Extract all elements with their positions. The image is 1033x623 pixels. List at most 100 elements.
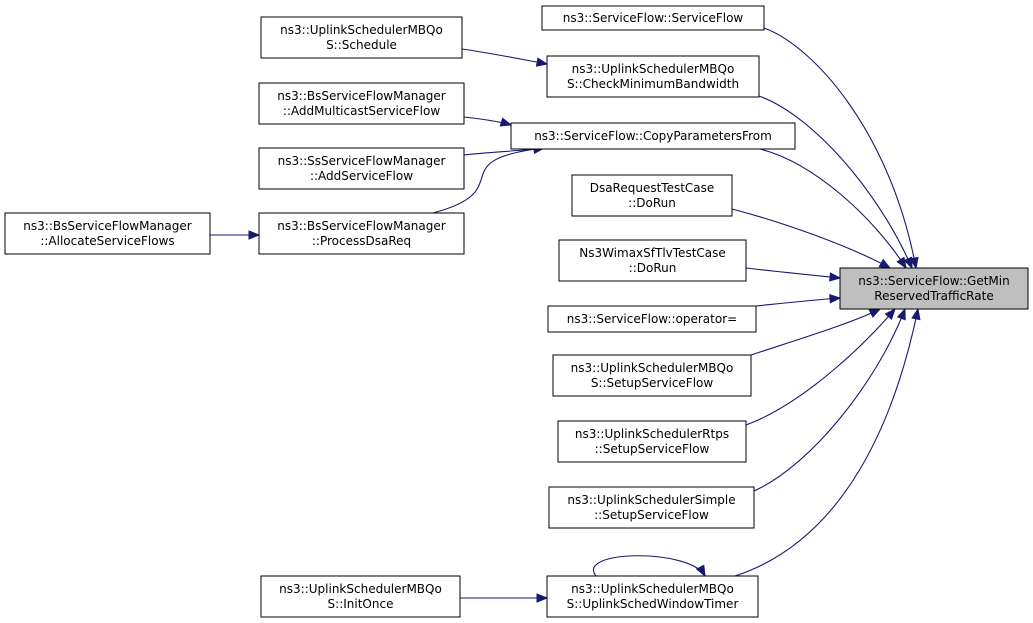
node-sf_copy[interactable]: ns3::ServiceFlow::CopyParametersFrom: [510, 122, 796, 150]
node-label-line: Ns3WimaxSfTlvTestCase: [579, 246, 726, 260]
edge-line: [745, 267, 841, 279]
edge-line: [731, 208, 891, 269]
node-label-line: ns3::ServiceFlow::CopyParametersFrom: [534, 129, 772, 143]
node-label-line: ::SetupServiceFlow: [595, 442, 710, 456]
edge-line: [461, 48, 548, 65]
arrowhead-icon: [911, 307, 921, 321]
node-label-line: S::UplinkSchedWindowTimer: [567, 597, 739, 611]
edge-line: [755, 297, 841, 307]
node-label-line: ns3::SsServiceFlowManager: [278, 154, 446, 168]
edge-mbqos_initonce-to-mbqos_timer: [460, 593, 549, 603]
edge-rtps_setup-to-focus: [745, 307, 896, 426]
node-box: [552, 354, 752, 397]
node-label-line: S::Schedule: [326, 38, 397, 52]
edge-mbqos_checkmin-to-focus: [758, 95, 913, 270]
node-label-line: ns3::UplinkSchedulerMBQo: [279, 582, 442, 596]
node-label-line: ns3::UplinkSchedulerRtps: [575, 427, 729, 441]
node-mbqos_checkmin[interactable]: ns3::UplinkSchedulerMBQoS::CheckMinimumB…: [546, 55, 760, 98]
node-label-line: S::InitOnce: [328, 597, 394, 611]
arrowhead-icon: [695, 564, 706, 578]
node-dsa_test[interactable]: DsaRequestTestCase::DoRun: [571, 174, 733, 217]
node-label-line: ::ProcessDsaReq: [312, 234, 411, 248]
node-bs_procdsa[interactable]: ns3::BsServiceFlowManager::ProcessDsaReq: [258, 212, 465, 255]
node-mbqos_setup[interactable]: ns3::UplinkSchedulerMBQoS::SetupServiceF…: [552, 354, 752, 397]
edge-line: [759, 148, 907, 269]
node-label-line: ::DoRun: [628, 196, 676, 210]
arrowhead-icon: [884, 307, 896, 321]
node-bs_alloc[interactable]: ns3::BsServiceFlowManager::AllocateServi…: [4, 212, 211, 255]
node-box: [546, 575, 759, 618]
node-label-line: ::SetupServiceFlow: [594, 508, 709, 522]
arrowhead-icon: [868, 308, 882, 318]
edge-line: [745, 308, 896, 426]
node-label-line: ns3::BsServiceFlowManager: [277, 89, 445, 103]
node-box: [571, 174, 733, 217]
focus-node[interactable]: ns3::ServiceFlow::GetMinReservedTrafficR…: [839, 267, 1029, 310]
arrowhead-icon: [903, 256, 913, 270]
arrowhead-icon: [829, 294, 842, 304]
edge-mbqos_timer-to-mbqos_timer: [592, 555, 706, 578]
node-box: [839, 267, 1029, 310]
node-mbqos_timer[interactable]: ns3::UplinkSchedulerMBQoS::UplinkSchedWi…: [546, 575, 759, 618]
node-box: [548, 486, 755, 529]
arrowhead-icon: [896, 256, 907, 270]
node-box: [541, 5, 765, 31]
node-box: [558, 239, 747, 282]
arrowhead-icon: [896, 307, 906, 321]
edge-line: [753, 308, 906, 492]
node-box: [546, 55, 760, 98]
arrowhead-icon: [248, 230, 261, 240]
arrowhead-icon: [878, 258, 892, 269]
node-bs_addmulti[interactable]: ns3::BsServiceFlowManager::AddMulticastS…: [258, 82, 465, 125]
node-label-line: DsaRequestTestCase: [590, 181, 715, 195]
node-sf_operator[interactable]: ns3::ServiceFlow::operator=: [547, 305, 757, 333]
edge-tlv_test-to-focus: [745, 267, 842, 282]
node-label-line: ns3::BsServiceFlowManager: [23, 219, 191, 233]
node-rtps_setup[interactable]: ns3::UplinkSchedulerRtps::SetupServiceFl…: [557, 420, 747, 463]
node-box: [260, 16, 463, 59]
node-box: [547, 305, 757, 333]
edge-line: [763, 27, 917, 269]
node-label-line: ::AddMulticastServiceFlow: [283, 104, 440, 118]
node-box: [557, 420, 747, 463]
arrowhead-icon: [499, 117, 513, 127]
node-label-line: S::SetupServiceFlow: [591, 376, 714, 390]
node-simple_setup[interactable]: ns3::UplinkSchedulerSimple::SetupService…: [548, 486, 755, 529]
node-label-line: ns3::UplinkSchedulerMBQo: [571, 582, 734, 596]
node-box: [4, 212, 211, 255]
node-label-line: ::AllocateServiceFlows: [40, 234, 174, 248]
edge-mbqos_timer-to-focus: [734, 307, 921, 577]
node-box: [258, 147, 465, 190]
node-label-line: ns3::UplinkSchedulerMBQo: [571, 361, 734, 375]
arrowhead-icon: [536, 593, 549, 603]
edge-line: [758, 95, 913, 269]
node-sf_ctor[interactable]: ns3::ServiceFlow::ServiceFlow: [541, 5, 765, 31]
nodes-layer: ns3::ServiceFlow::ServiceFlowns3::Uplink…: [4, 5, 1029, 618]
edge-sf_copy-to-focus: [759, 148, 907, 270]
node-box: [258, 82, 465, 125]
node-box: [260, 575, 461, 618]
edge-bs_alloc-to-bs_procdsa: [210, 230, 261, 240]
node-label-line: ns3::ServiceFlow::GetMin: [858, 274, 1009, 288]
node-ss_addsf[interactable]: ns3::SsServiceFlowManager::AddServiceFlo…: [258, 147, 465, 190]
edge-line: [592, 555, 706, 577]
node-box: [258, 212, 465, 255]
node-label-line: ReservedTrafficRate: [874, 289, 993, 303]
node-label-line: ns3::BsServiceFlowManager: [277, 219, 445, 233]
edge-mbqos_setup-to-focus: [750, 308, 882, 356]
edge-simple_setup-to-focus: [753, 307, 906, 492]
node-label-line: ns3::UplinkSchedulerMBQo: [280, 23, 443, 37]
node-label-line: ns3::ServiceFlow::operator=: [567, 312, 737, 326]
node-label-line: ns3::ServiceFlow::ServiceFlow: [563, 11, 744, 25]
node-tlv_test[interactable]: Ns3WimaxSfTlvTestCase::DoRun: [558, 239, 747, 282]
node-label-line: ::AddServiceFlow: [310, 169, 413, 183]
edge-line: [432, 147, 545, 214]
edge-line: [750, 308, 881, 356]
edge-bs_addmulti-to-sf_copy: [463, 116, 513, 127]
arrowhead-icon: [535, 57, 549, 67]
edge-sf_operator-to-focus: [755, 294, 842, 307]
node-box: [510, 122, 796, 150]
edge-dsa_test-to-focus: [731, 208, 892, 269]
